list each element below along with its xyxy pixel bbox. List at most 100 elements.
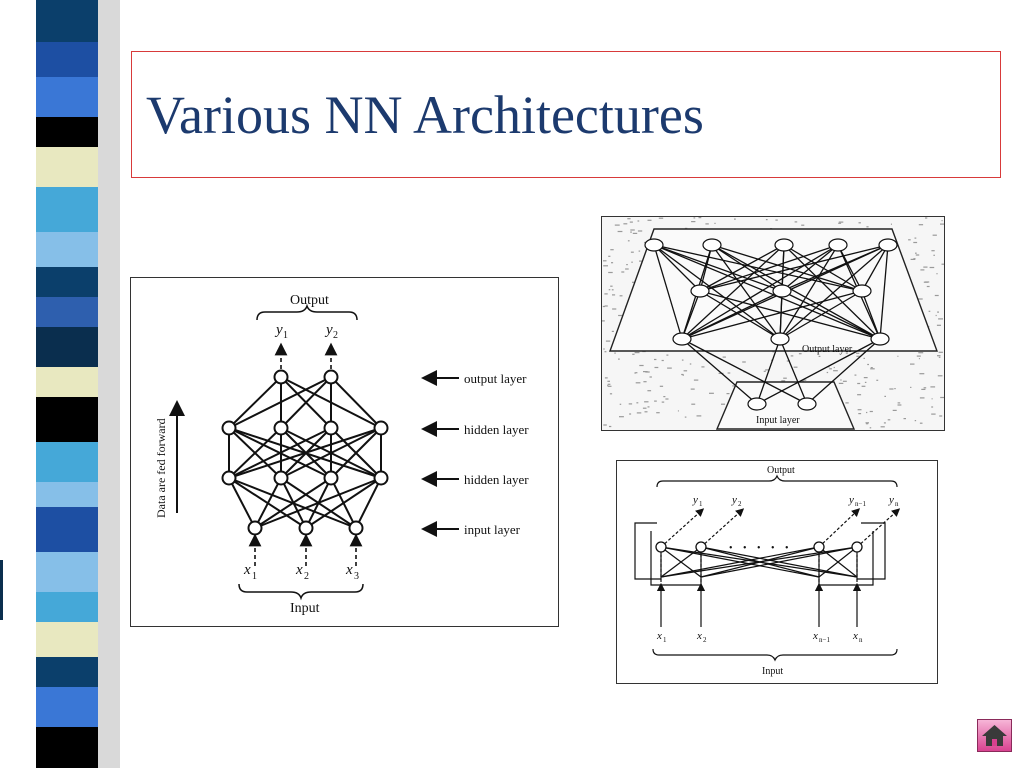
network-edge (711, 244, 783, 292)
network-edge (653, 244, 701, 292)
scan-speck (714, 222, 716, 224)
network-edge (699, 290, 881, 340)
network-node (373, 420, 389, 436)
x-sub-4: n (859, 636, 863, 644)
scan-speck (910, 258, 916, 260)
scan-speck (919, 397, 925, 399)
scan-speck (914, 237, 917, 239)
scan-speck (897, 404, 902, 406)
scan-speck (845, 352, 848, 354)
scan-speck (696, 415, 702, 417)
scan-speck (938, 356, 941, 358)
network-node (852, 284, 872, 298)
input-label: Input (290, 601, 320, 616)
output-label: Output (290, 293, 329, 308)
scan-speck (722, 356, 726, 358)
scan-speck (941, 263, 944, 265)
scan-speck (612, 308, 617, 310)
scan-speck (632, 232, 638, 234)
scan-speck (618, 314, 623, 317)
scan-speck (854, 374, 857, 376)
scan-speck (637, 230, 643, 232)
scan-speck (626, 264, 628, 266)
network-edge (280, 376, 332, 429)
scan-speck (928, 310, 931, 312)
scan-speck (833, 366, 835, 369)
scan-speck (897, 402, 901, 404)
scan-speck (940, 223, 944, 225)
network-node (323, 369, 339, 385)
network-edge (700, 546, 858, 578)
sidebar-stripe (36, 397, 98, 442)
sidebar-stripe (36, 657, 98, 687)
scan-speck (892, 409, 897, 411)
scan-speck (937, 375, 943, 377)
network-node (747, 397, 767, 411)
network-edge (330, 427, 382, 479)
scan-speck (923, 387, 927, 389)
x-sub-3: n−1 (819, 636, 830, 644)
output-layer-label: Output layer (802, 344, 853, 355)
scan-speck (644, 241, 646, 244)
scan-speck (929, 266, 935, 269)
slide-title: Various NN Architectures (146, 85, 704, 145)
home-button[interactable] (977, 719, 1012, 752)
scan-speck (865, 422, 869, 424)
network-edge (699, 244, 785, 292)
sidebar-stripe (36, 592, 98, 622)
scan-speck (840, 379, 842, 381)
x-sub-1: 1 (252, 571, 257, 582)
scan-speck (667, 367, 672, 369)
scan-speck (931, 413, 936, 415)
sidebar-shadow (98, 0, 120, 768)
scan-speck (663, 396, 666, 398)
sidebar-stripe (36, 367, 98, 397)
scan-speck (604, 305, 608, 307)
scan-speck (923, 266, 928, 268)
scan-speck (919, 373, 925, 375)
scan-speck (630, 231, 632, 233)
scan-speck (932, 234, 937, 236)
scan-speck (926, 285, 930, 288)
input-layer-label: Input layer (756, 415, 800, 426)
scan-speck (608, 255, 611, 257)
scan-speck (602, 320, 605, 322)
scan-speck (632, 281, 635, 283)
scan-speck (765, 219, 768, 221)
y-label-1: y (274, 322, 283, 338)
output-arrow (700, 508, 745, 548)
scan-speck (938, 318, 943, 320)
network-edge (254, 477, 332, 529)
scan-speck (897, 355, 899, 357)
network-edge (756, 338, 781, 405)
scan-speck (607, 385, 612, 387)
scan-speck (603, 424, 607, 426)
network-node (273, 420, 289, 436)
network-edge (254, 477, 282, 529)
y-sub-1: 1 (699, 500, 703, 508)
scan-speck (783, 377, 787, 379)
scan-speck (681, 359, 684, 361)
network-edge (818, 546, 858, 578)
y-sub-2: 2 (333, 330, 338, 341)
scan-speck (681, 373, 684, 376)
scan-speck (732, 385, 735, 387)
scan-speck (677, 410, 679, 412)
scan-speck (609, 393, 613, 395)
scan-speck (935, 314, 937, 317)
scan-speck (608, 289, 611, 291)
scan-speck (604, 293, 608, 295)
scan-speck (682, 374, 684, 376)
scan-speck (908, 239, 911, 241)
network-node (273, 470, 289, 486)
network-edge (228, 427, 332, 479)
scan-speck (665, 398, 669, 400)
network-edge (681, 244, 839, 340)
scan-speck (793, 366, 798, 368)
scan-speck (619, 416, 624, 418)
scan-speck (691, 403, 696, 405)
network-node (348, 520, 364, 536)
scan-speck (861, 385, 866, 387)
scan-speck (614, 352, 616, 354)
sidebar-stripe (36, 327, 98, 367)
